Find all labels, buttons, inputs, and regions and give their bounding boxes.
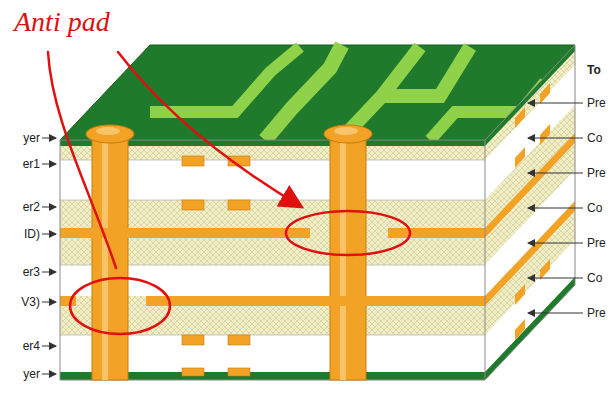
layer-label: er1 bbox=[23, 157, 40, 171]
layer-label: yer bbox=[23, 367, 40, 381]
layer-label: To bbox=[587, 63, 601, 77]
layer-label: Co bbox=[587, 201, 602, 215]
layer-label: V3) bbox=[21, 295, 40, 309]
layer-label: er4 bbox=[23, 339, 40, 353]
layer-label: Pre bbox=[587, 236, 606, 250]
layer-label: er3 bbox=[23, 265, 40, 279]
layer-label: Pre bbox=[587, 96, 606, 110]
layer-label: Pre bbox=[587, 306, 606, 320]
layer-label: yer bbox=[23, 131, 40, 145]
layer-label: ID) bbox=[24, 227, 40, 241]
layer-label: Co bbox=[587, 271, 602, 285]
layer-label: Co bbox=[587, 131, 602, 145]
annotation-text: Anti pad bbox=[14, 6, 110, 38]
layer-label: Pre bbox=[587, 166, 606, 180]
layer-label: er2 bbox=[23, 200, 40, 214]
